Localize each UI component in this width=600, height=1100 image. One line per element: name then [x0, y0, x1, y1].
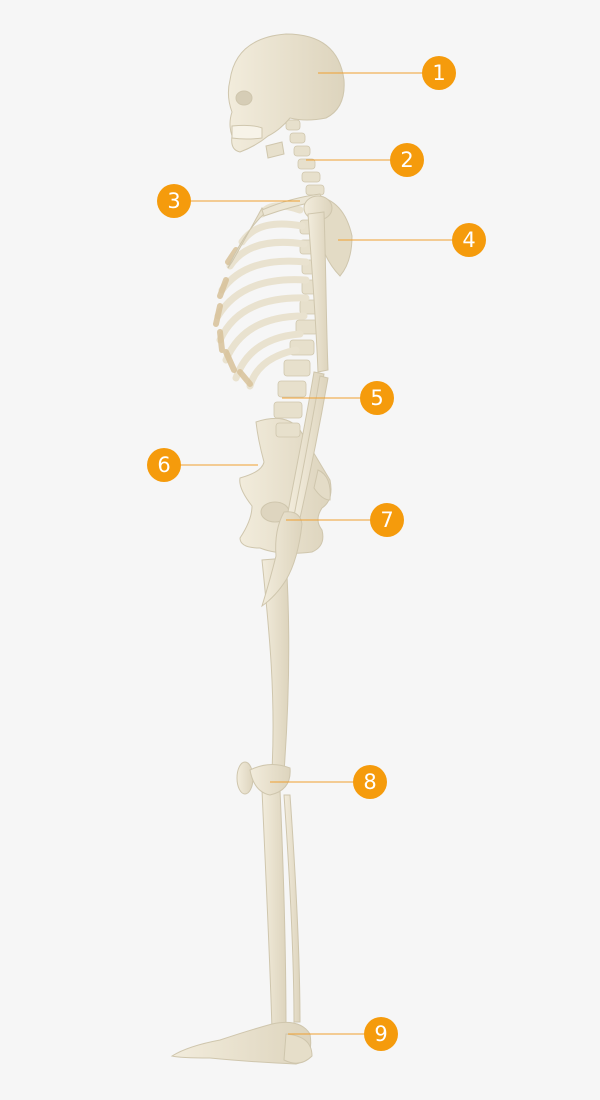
marker-cervical-spine: 2 [390, 143, 424, 177]
left-leg [170, 557, 313, 1065]
tibia [261, 789, 287, 1031]
marker-knee: 8 [353, 765, 387, 799]
marker-hand: 7 [370, 503, 404, 537]
humerus [307, 211, 329, 373]
heel [283, 1033, 313, 1064]
sternum [227, 207, 267, 269]
marker-pelvis: 6 [147, 448, 181, 482]
fibula [283, 794, 301, 1023]
knee-joint [249, 764, 291, 796]
marker-lumbar-spine: 5 [360, 381, 394, 415]
marker-clavicle: 3 [157, 184, 191, 218]
patella [236, 761, 254, 795]
arm [261, 195, 333, 608]
leader-lines [164, 72, 469, 1035]
marker-skull: 1 [422, 56, 456, 90]
hand-bones [261, 511, 303, 608]
marker-ankle: 9 [364, 1017, 398, 1051]
costal-cartilage [213, 247, 253, 387]
skull-bone [227, 33, 345, 159]
marker-scapula: 4 [452, 223, 486, 257]
